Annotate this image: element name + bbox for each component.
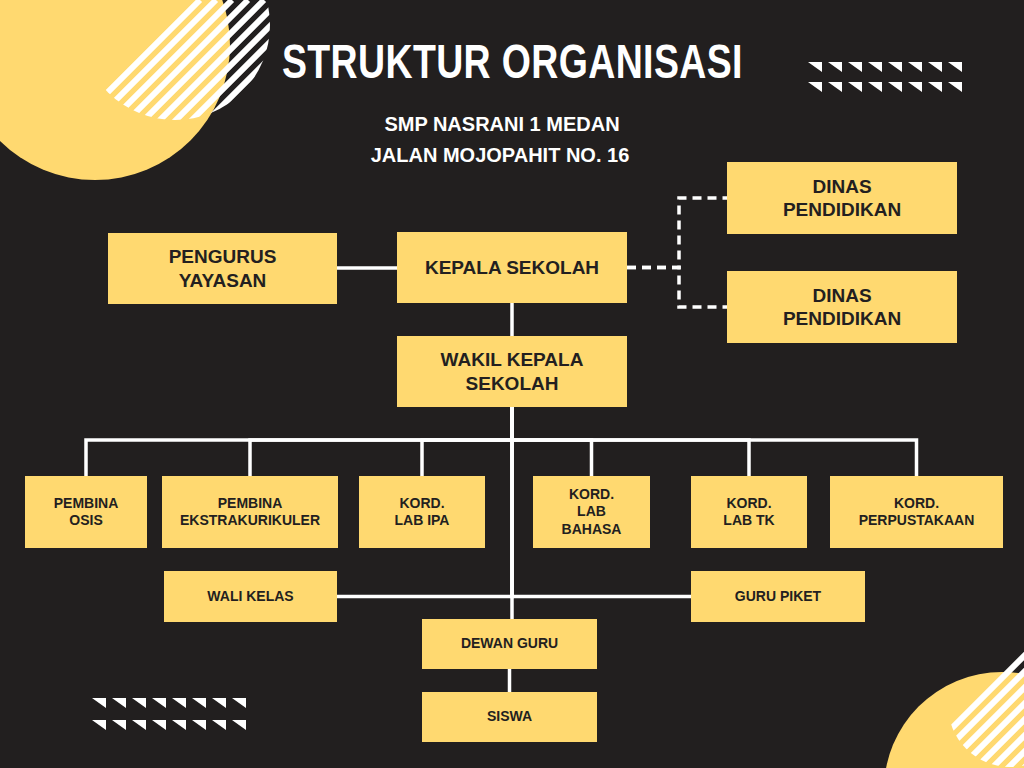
org-box: SISWA [422,692,597,742]
box-label: PEMBINA EKSTRAKURIKULER [170,495,330,529]
box-label: DINAS PENDIDIKAN [762,284,922,330]
connector-line [422,407,512,476]
subtitle-block: SMP NASRANI 1 MEDAN [0,113,1014,136]
box-label: KORD. LAB TK [714,495,784,529]
org-box: WAKIL KEPALA SEKOLAH [397,336,627,407]
connector-line [250,407,512,476]
box-label: PENGURUS YAYASAN [148,245,298,291]
org-box: WALI KELAS [164,571,337,622]
org-box: GURU PIKET [691,571,865,622]
chart-title: STRUKTUR ORGANISASI [282,34,743,89]
connector-line [512,407,691,597]
zigzag-pattern [808,62,962,92]
connector-line [86,407,512,476]
corner-circle [0,0,230,180]
connector-line [508,669,512,692]
subtitle: SMP NASRANI 1 MEDAN [384,113,619,135]
connector-line [337,266,397,270]
box-label: PEMBINA OSIS [46,495,126,529]
box-label: WALI KELAS [207,588,293,605]
box-label: KORD. LAB IPA [387,495,457,529]
stripes [900,640,1024,768]
connector-line [627,268,727,308]
org-box: PEMBINA OSIS [25,476,147,548]
org-box: DEWAN GURU [422,619,597,669]
box-label: WAKIL KEPALA SEKOLAH [415,348,610,394]
org-box: KORD. LAB IPA [359,476,485,548]
title-block: STRUKTUR ORGANISASI [0,34,1024,89]
org-box: KEPALA SEKOLAH [397,232,627,303]
org-box: DINAS PENDIDIKAN [727,271,957,343]
org-box: PEMBINA EKSTRAKURIKULER [162,476,338,548]
org-box: KORD. LAB BAHASA [533,476,650,548]
org-box: KORD. LAB TK [691,476,807,548]
box-label: KORD. PERPUSTAKAAN [842,495,992,529]
box-label: DEWAN GURU [461,635,558,652]
box-label: DINAS PENDIDIKAN [762,175,922,221]
org-box: PENGURUS YAYASAN [108,233,337,304]
box-label: SISWA [487,708,532,725]
box-label: KORD. LAB BAHASA [560,486,624,537]
org-box: DINAS PENDIDIKAN [727,162,957,234]
zigzag-pattern [92,698,246,730]
connector-line [510,407,514,619]
box-label: GURU PIKET [735,588,821,605]
org-box: KORD. PERPUSTAKAAN [830,476,1003,548]
box-label: KEPALA SEKOLAH [425,256,599,279]
subtitle: JALAN MOJOPAHIT NO. 16 [371,144,630,166]
connector-line [337,407,512,597]
connector-line [627,198,727,268]
connector-line [510,303,514,336]
connector-line [512,407,917,476]
